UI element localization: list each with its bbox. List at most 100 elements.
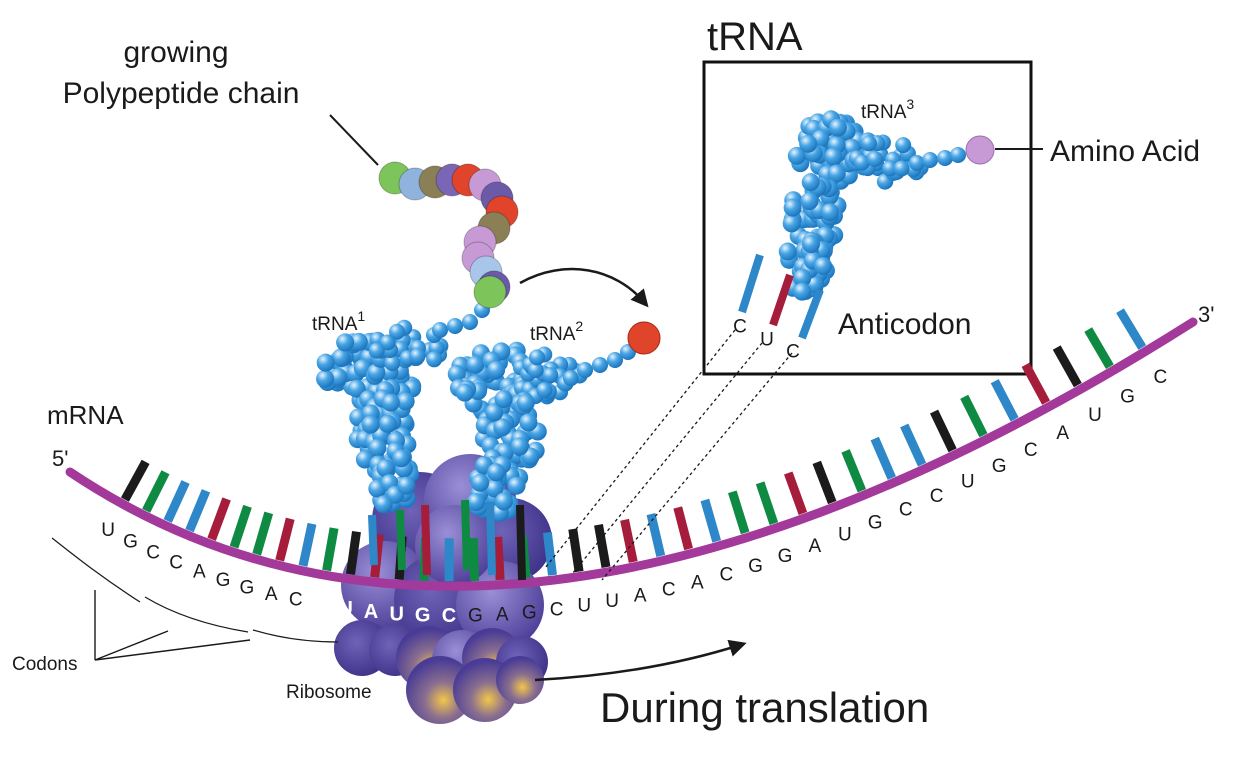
trna1-superscript: 1	[357, 308, 365, 324]
amino-acid	[627, 321, 661, 355]
mrna-rung	[121, 459, 150, 502]
anticodon-projection	[544, 329, 793, 581]
trna-bead	[510, 437, 529, 456]
trna-bead	[368, 438, 387, 457]
anticodon-strand	[738, 253, 764, 314]
mrna-base: G	[216, 570, 231, 591]
mrna-base: A	[496, 604, 509, 625]
anticodon-strand	[769, 273, 794, 327]
mrna-rung	[346, 531, 361, 575]
mrna-base: G	[1120, 386, 1135, 407]
anticodon-label: Anticodon	[838, 308, 971, 341]
trna-bead	[447, 318, 463, 334]
mrna-base: G	[868, 513, 883, 534]
trna-bead	[494, 390, 513, 409]
pairing-strand	[421, 504, 431, 576]
amino-acid-label: Amino Acid	[1050, 135, 1200, 168]
ribosome-subunit	[496, 656, 544, 704]
mrna-rung	[229, 504, 252, 549]
mrna-base: U	[1088, 405, 1102, 426]
mrna-rung	[870, 436, 896, 480]
trna2-superscript: 2	[575, 318, 583, 334]
codon-brackets	[51, 537, 339, 661]
trna-bead	[485, 403, 504, 422]
anticodon-base-3: C	[786, 342, 800, 363]
mrna-base: C	[930, 486, 944, 507]
ribosome-base: U	[389, 603, 403, 625]
mrna-rung	[185, 489, 211, 533]
anticodon-strand	[798, 288, 824, 340]
trna-bead	[368, 342, 385, 359]
mrna-base: C	[1024, 440, 1038, 461]
trna3-superscript: 3	[906, 96, 914, 112]
pairing-strand	[486, 501, 496, 576]
trna-bead	[527, 362, 544, 379]
trna3-name: tRNA	[861, 102, 907, 123]
trna-bead	[467, 493, 486, 512]
trna-bead	[516, 393, 535, 412]
trna-bead	[447, 365, 466, 384]
trna-bead	[519, 413, 538, 432]
mrna-base: U	[605, 591, 619, 612]
mrna-base: C	[719, 565, 733, 586]
trna-bead	[361, 415, 380, 434]
trna3-label: tRNA3	[861, 96, 914, 123]
mrna-base: A	[265, 584, 278, 605]
mrna-rung	[275, 517, 295, 562]
mrna-rung	[728, 490, 750, 535]
mrna-base: C	[146, 542, 160, 563]
trna-bead	[397, 476, 416, 495]
trna1-name: tRNA	[312, 314, 358, 335]
trna-bead	[426, 351, 443, 368]
ribosome-base: C	[442, 605, 456, 627]
mrna-base: A	[634, 586, 647, 607]
polypeptide-pointer	[329, 114, 379, 166]
mrna-rung	[207, 497, 231, 541]
trna-bead	[908, 154, 925, 171]
three-prime-label: 3'	[1198, 302, 1214, 327]
mrna-rung	[620, 518, 638, 563]
trna-bead	[950, 147, 966, 163]
trna-bead	[802, 235, 821, 254]
trna-bead	[462, 314, 478, 330]
trna-bead	[827, 164, 846, 183]
trna-bead	[384, 355, 401, 372]
trna-box	[702, 60, 1033, 376]
trna-bead	[507, 476, 526, 495]
trna-bead	[349, 332, 368, 351]
trna-molecules	[316, 110, 995, 581]
mrna-base: C	[169, 552, 183, 573]
trna-bead	[367, 363, 386, 382]
amino-acid-bead	[473, 275, 507, 309]
trna-bead	[316, 369, 335, 388]
trna-bead	[821, 203, 840, 222]
ribosome-base: U	[338, 598, 352, 620]
trna-bead	[882, 160, 899, 177]
trna-bead	[783, 198, 802, 217]
trna-bead	[782, 214, 801, 233]
trna2-name: tRNA	[530, 324, 576, 345]
mrna-rung	[930, 409, 957, 453]
trna-bead	[336, 333, 355, 352]
trna-bead	[542, 367, 559, 384]
trna-bead	[466, 355, 485, 374]
ribosome-front	[334, 620, 548, 724]
trna-bead	[778, 242, 797, 261]
mrna-base: G	[468, 605, 483, 626]
mrna-base: G	[123, 531, 138, 552]
mrna-rung	[755, 481, 779, 526]
trna-bead	[562, 370, 579, 387]
trna-bead	[432, 322, 448, 338]
during-translation-label: During translation	[600, 684, 929, 731]
mrna-base: A	[193, 562, 206, 583]
trna-bead	[374, 495, 393, 514]
trna-bead	[853, 154, 870, 171]
mrna-base: G	[778, 546, 793, 567]
trna-bead	[592, 357, 608, 373]
mrna-rung	[542, 531, 557, 576]
anticodon-base-2: U	[760, 330, 774, 351]
trna-bead	[893, 160, 910, 177]
mrna-rung	[784, 471, 808, 515]
